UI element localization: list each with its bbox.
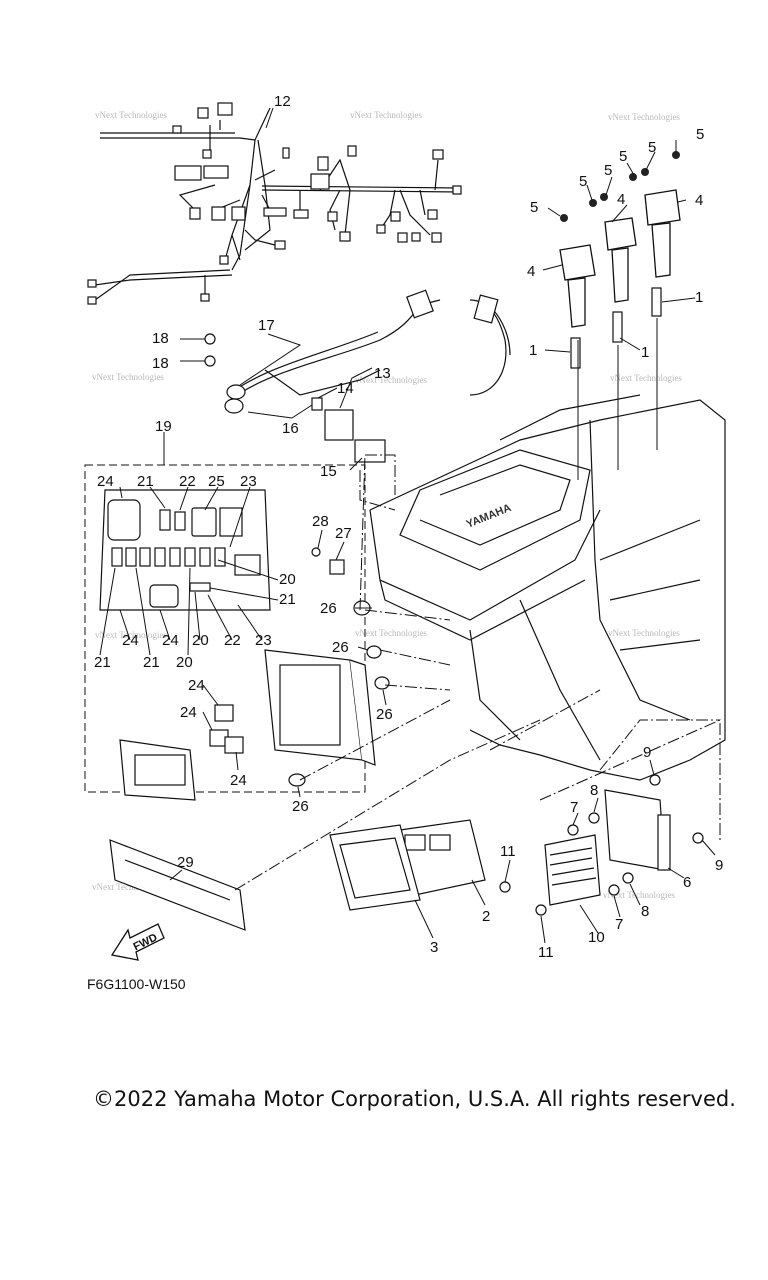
figure-code: F6G1100-W150	[87, 976, 186, 992]
callout-18: 18	[152, 355, 169, 372]
fuse-box-body	[119, 649, 376, 801]
callout-24: 24	[122, 632, 139, 649]
watermark: vNext Technologies	[608, 112, 680, 122]
callout-5: 5	[604, 162, 612, 179]
callout-4: 4	[617, 191, 625, 208]
watermark: vNext Technologies	[92, 372, 164, 382]
routing-lines	[234, 454, 721, 891]
watermark: vNext Technologies	[95, 630, 167, 640]
leader-line	[265, 107, 274, 129]
callout-1: 1	[529, 342, 537, 359]
cable-parts	[204, 289, 499, 463]
copyright-notice: ©2022 Yamaha Motor Corporation, U.S.A. A…	[93, 1087, 736, 1111]
callout-26: 26	[320, 600, 337, 617]
callout-21: 21	[137, 473, 154, 490]
callout-7: 7	[615, 916, 623, 933]
callout-16: 16	[282, 420, 299, 437]
leader-lines	[169, 869, 486, 939]
spark-plugs	[570, 287, 662, 369]
callout-26: 26	[292, 798, 309, 815]
watermark: vNext Technologies	[350, 110, 422, 120]
callout-1: 1	[641, 344, 649, 361]
callout-5: 5	[579, 173, 587, 190]
callout-25: 25	[208, 473, 225, 490]
callout-24: 24	[180, 704, 197, 721]
callout-20: 20	[176, 654, 193, 671]
callout-8: 8	[641, 903, 649, 920]
callout-27: 27	[335, 525, 352, 542]
callout-7: 7	[570, 799, 578, 816]
callout-4: 4	[695, 192, 703, 209]
leader-lines	[542, 140, 696, 480]
engine-brand-label: YAMAHA	[465, 502, 513, 531]
callout-21: 21	[143, 654, 160, 671]
callout-13: 13	[374, 365, 391, 382]
ecm-unit	[109, 819, 486, 931]
callout-21: 21	[94, 654, 111, 671]
callout-11: 11	[500, 843, 516, 860]
callout-6: 6	[683, 874, 691, 891]
callout-2: 2	[482, 908, 490, 925]
callout-29: 29	[177, 854, 194, 871]
callout-26: 26	[376, 706, 393, 723]
watermark: vNext Technologies	[355, 375, 427, 385]
callout-11: 11	[538, 944, 554, 961]
callout-24: 24	[230, 772, 247, 789]
forward-arrow: FWD	[110, 923, 165, 961]
callout-5: 5	[619, 148, 627, 165]
watermark: vNext Technologies	[610, 373, 682, 383]
callout-5: 5	[648, 139, 656, 156]
callout-5: 5	[696, 126, 704, 143]
callout-22: 22	[224, 632, 241, 649]
watermark: vNext Technologies	[355, 628, 427, 638]
callout-23: 23	[255, 632, 272, 649]
callout-17: 17	[258, 317, 275, 334]
watermark: vNext Technologies	[608, 628, 680, 638]
callout-12: 12	[274, 93, 291, 110]
ignition-coils	[559, 189, 681, 328]
callout-numbers: 12 5 5 5 5 5 5 4 4 4 1 1 1 17 18 18 13 1…	[94, 93, 723, 961]
callout-19: 19	[155, 418, 172, 435]
rectifier-regulator	[544, 789, 671, 906]
callout-4: 4	[527, 263, 535, 280]
callout-14: 14	[337, 380, 354, 397]
callout-15: 15	[320, 463, 337, 480]
callout-10: 10	[588, 929, 605, 946]
callout-23: 23	[240, 473, 257, 490]
callout-22: 22	[179, 473, 196, 490]
watermark: vNext Technologies	[92, 882, 164, 892]
callout-1: 1	[695, 289, 703, 306]
callout-5: 5	[530, 199, 538, 216]
leader-lines	[99, 432, 301, 798]
callout-20: 20	[279, 571, 296, 588]
callout-24: 24	[188, 677, 205, 694]
leader-lines	[180, 333, 373, 471]
fuse-box-group-frame	[84, 464, 366, 793]
engine-block	[369, 394, 726, 781]
fuse-box-cover	[99, 489, 271, 611]
small-fasteners	[499, 774, 704, 916]
cables	[229, 299, 511, 401]
callout-21: 21	[279, 591, 296, 608]
callout-26: 26	[332, 639, 349, 656]
wire-harness	[94, 107, 461, 301]
callout-24: 24	[97, 473, 114, 490]
callout-9: 9	[715, 857, 723, 874]
callout-3: 3	[430, 939, 438, 956]
callout-9: 9	[643, 744, 651, 761]
harness-connectors	[87, 102, 462, 305]
callout-24: 24	[162, 632, 179, 649]
callout-20: 20	[192, 632, 209, 649]
watermark: vNext Technologies	[603, 890, 675, 900]
leader-lines	[504, 759, 716, 944]
watermark: vNext Technologies	[95, 110, 167, 120]
callout-28: 28	[312, 513, 329, 530]
callout-18: 18	[152, 330, 169, 347]
leader-lines	[317, 529, 387, 706]
callout-8: 8	[590, 782, 598, 799]
